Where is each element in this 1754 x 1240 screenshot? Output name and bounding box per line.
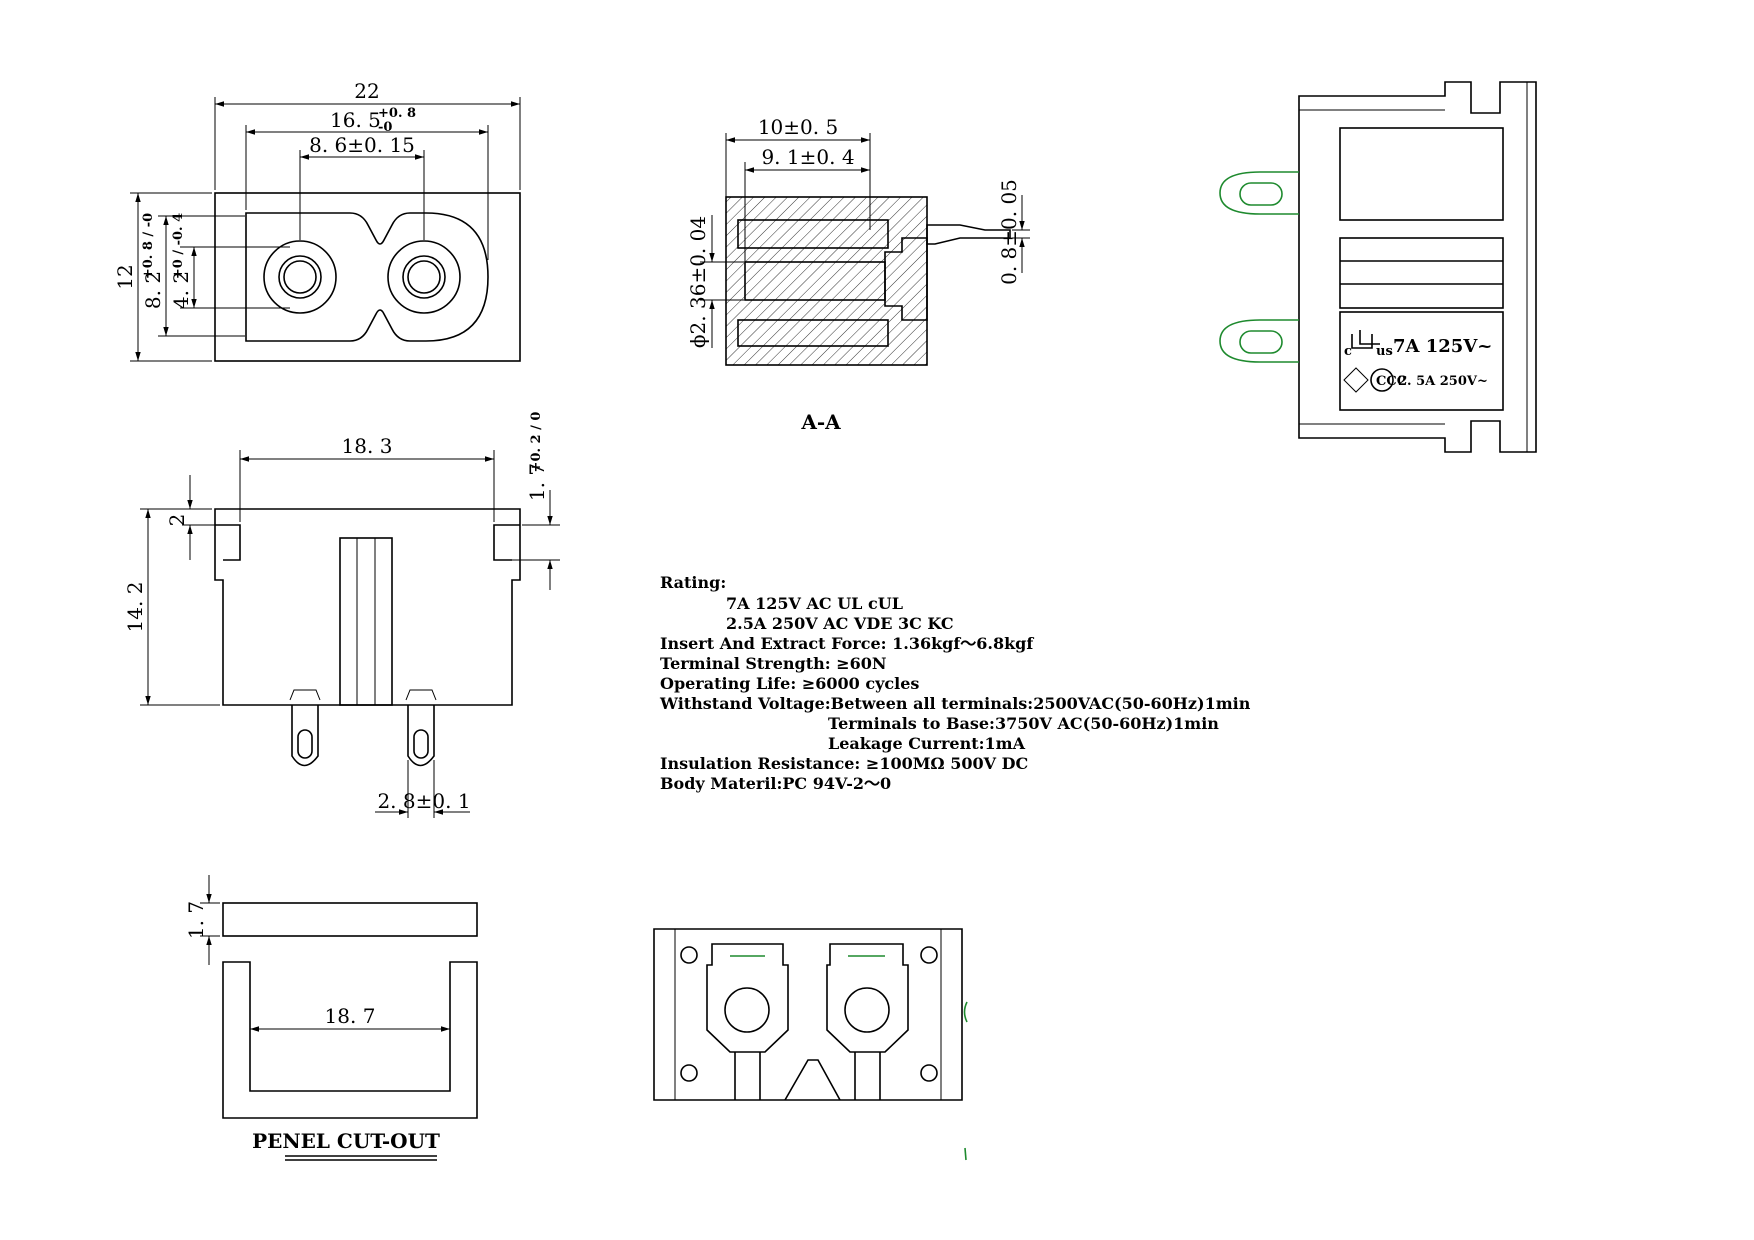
bottom-pocket-right (826, 943, 909, 1053)
left-pin-boss (263, 240, 337, 314)
spec-body-material: Body Materil:PC 94V-2～0 (660, 774, 891, 793)
section-terminal (926, 224, 1011, 245)
dim-18-7: 18. 7 (325, 1004, 376, 1028)
side-terminal-left (291, 705, 319, 767)
marking-rating-2: 2. 5A 250V~ (1398, 374, 1488, 389)
front-outer-body (214, 192, 521, 362)
dim-1-7-side: 1. 7 (525, 463, 549, 501)
mount-hole-tl (680, 946, 698, 964)
left-pin (283, 260, 317, 294)
dim-8-2-tol: +0. 8 / -0 (141, 213, 156, 279)
dim-9-1: 9. 1±0. 4 (761, 145, 854, 169)
mount-hole-br (920, 1064, 938, 1082)
marking-rating-1: 7A 125V~ (1393, 336, 1492, 357)
rear-marking-label (1339, 311, 1504, 411)
spec-insert-force: Insert And Extract Force: 1.36kgf～6.8kgf (660, 634, 1034, 653)
rear-view: c us 7A 125V~ CCC 2. 5A 250V~ (1219, 81, 1537, 453)
dim-12: 12 (113, 264, 137, 289)
mount-hole-bl (680, 1064, 698, 1082)
rear-terminal-bottom (1219, 319, 1299, 363)
mount-hole-tr (920, 946, 938, 964)
dim-10: 10±0. 5 (758, 115, 838, 139)
dim-4-2: 4. 2 (169, 271, 193, 309)
dim-2: 2 (165, 514, 189, 527)
vde-logo-icon (1343, 367, 1369, 393)
right-pin (407, 260, 441, 294)
spec-block: Rating: 7A 125V AC UL cUL 2.5A 250V AC V… (659, 573, 1251, 793)
dim-16-5-tol-minus: -0 (378, 120, 392, 135)
rear-window (1339, 127, 1504, 221)
dim-16-5: 16. 5 (330, 108, 381, 132)
rear-terminal-top (1219, 171, 1299, 215)
dim-cutout-thickness: 1. 7 (184, 901, 208, 939)
side-view: 18. 3 14. 2 2 1. 7 +0. 2 / 0 2. 8±0. 1 (123, 412, 560, 818)
terminal-contact-right (844, 987, 890, 1033)
dim-14-2: 14. 2 (123, 582, 147, 633)
spec-rating-2: 2.5A 250V AC VDE 3C KC (726, 614, 954, 633)
dim-16-5-tol-plus: +0. 8 (378, 106, 416, 121)
dim-18-3: 18. 3 (342, 434, 393, 458)
right-pin-boss (387, 240, 461, 314)
front-socket-outline (245, 212, 489, 342)
rear-rib-block (1339, 237, 1504, 309)
bottom-pocket-left (706, 943, 789, 1053)
bottom-view (653, 928, 968, 1161)
dim-22: 22 (354, 79, 379, 103)
spec-operating-life: Operating Life: ≥6000 cycles (660, 674, 919, 693)
spec-terminal-strength: Terminal Strength: ≥60N (660, 654, 887, 673)
cert-mark-us: us (1376, 344, 1393, 359)
side-body-outline (214, 508, 521, 706)
panel-cutout-view: 1. 7 18. 7 PENEL CUT-OUT (184, 875, 478, 1161)
dim-1-7-side-tol: +0. 2 / 0 (529, 412, 544, 473)
svg-text:CCC: CCC (1376, 374, 1407, 389)
dim-pin-diameter: ϕ2. 36±0. 04 (686, 216, 710, 348)
ul-logo-icon (1351, 330, 1380, 349)
section-body (725, 196, 928, 366)
dim-terminal-thickness: 0. 8±0. 05 (997, 179, 1021, 285)
spec-rating-1: 7A 125V AC UL cUL (726, 594, 903, 613)
spec-withstand-voltage: Withstand Voltage:Between all terminals:… (659, 694, 1251, 713)
left-pin-ring (278, 255, 322, 299)
ccc-logo-icon (1370, 368, 1394, 392)
section-view: 10±0. 5 9. 1±0. 4 ϕ2. 36±0. 04 0. 8±0. 0… (686, 115, 1030, 434)
dim-4-2-tol: +0 / -0. 4 (171, 213, 186, 279)
dim-8-2: 8. 2 (141, 271, 165, 309)
cutout-outline (222, 961, 478, 1119)
bottom-body-outline (653, 928, 963, 1101)
spec-leakage-current: Leakage Current:1mA (828, 734, 1026, 753)
side-terminal-right (407, 705, 435, 767)
spec-insulation: Insulation Resistance: ≥100MΩ 500V DC (660, 754, 1028, 773)
side-center-rib (339, 537, 393, 706)
spec-terminals-to-base: Terminals to Base:3750V AC(50-60Hz)1min (828, 714, 1219, 733)
dim-terminal-width: 2. 8±0. 1 (377, 789, 470, 813)
spec-rating-heading: Rating: (660, 573, 726, 592)
cutout-title: PENEL CUT-OUT (252, 1129, 440, 1153)
rear-body-outline (1298, 81, 1537, 453)
front-view: 22 16. 5 +0. 8 -0 8. 6±0. 15 12 8. 2 +0.… (113, 79, 521, 362)
panel-plate (222, 902, 478, 937)
cert-mark-c: c (1344, 344, 1352, 359)
section-label: A-A (800, 410, 841, 434)
right-pin-ring (402, 255, 446, 299)
terminal-contact-left (724, 987, 770, 1033)
dim-8-6: 8. 6±0. 15 (309, 133, 415, 157)
